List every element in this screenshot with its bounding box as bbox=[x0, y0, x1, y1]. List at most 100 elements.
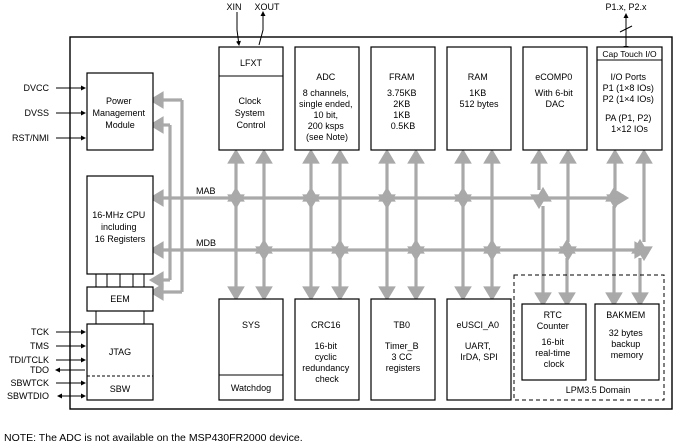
cs-line-2: System bbox=[235, 108, 265, 118]
bakmem-line-3: memory bbox=[611, 350, 644, 360]
svg-text:eCOMP0 With 6-bit: eCOMP0 With 6-bit DAC bbox=[535, 72, 576, 109]
adc-line-5: (see Note) bbox=[306, 132, 348, 142]
svg-text:I/O Ports P1 (1×8 IOs): I/O Ports P1 (1×8 IOs) P2 (1×4 IOs) PA (… bbox=[603, 72, 657, 134]
svg-text:ADC 8 channels, si: ADC 8 channels, single ended, 10 bit, 20… bbox=[299, 72, 355, 142]
io-line-4: 1×12 IOs bbox=[611, 124, 648, 134]
ecomp-block: eCOMP0 With 6-bit DAC bbox=[522, 46, 588, 151]
tb0-title: TB0 bbox=[393, 320, 410, 330]
eem-block: EEM bbox=[86, 286, 154, 312]
ecomp-line-1: With 6-bit bbox=[535, 88, 574, 98]
jtag-label: JTAG bbox=[109, 347, 131, 357]
svg-text:RTC Counter 16-bit: RTC Counter 16-bit real-time clock bbox=[535, 310, 573, 369]
pin-dvcc: DVCC bbox=[23, 83, 49, 93]
fram-block: FRAM 3.75KB 2KB 1KB 0.5KB bbox=[370, 46, 436, 151]
ram-title: RAM bbox=[468, 72, 488, 82]
bakmem-line-2: backup bbox=[611, 339, 640, 349]
fram-line-3: 1KB bbox=[393, 110, 410, 120]
crc-block: CRC16 16-bit cyclic redundancy check bbox=[294, 298, 360, 401]
adc-line-3: 10 bit, bbox=[313, 110, 338, 120]
tb0-block: TB0 Timer_B 3 CC registers bbox=[370, 298, 436, 401]
eusci-title: eUSCI_A0 bbox=[456, 320, 499, 330]
bus-lines bbox=[148, 91, 653, 308]
lfxt-label: LFXT bbox=[240, 58, 263, 68]
cs-line-3: Control bbox=[236, 120, 265, 130]
adc-block: ADC 8 channels, single ended, 10 bit, 20… bbox=[294, 46, 360, 151]
ram-line-2: 512 bytes bbox=[459, 99, 499, 109]
tb0-line-2: 3 CC bbox=[391, 352, 412, 362]
io-line-1: P1 (1×8 IOs) bbox=[603, 83, 654, 93]
mdb-label: MDB bbox=[196, 238, 216, 248]
adc-title: ADC bbox=[316, 72, 336, 82]
fram-title: FRAM bbox=[389, 72, 415, 82]
svg-text:TB0 Timer_B 3 CC: TB0 Timer_B 3 CC registers bbox=[385, 320, 421, 373]
adc-availability-note: NOTE: The ADC is not available on the MS… bbox=[4, 432, 303, 444]
ecomp-line-2: DAC bbox=[545, 99, 565, 109]
fram-line-2: 2KB bbox=[393, 99, 410, 109]
sys-block: SYS Watchdog bbox=[218, 298, 284, 401]
mab-label: MAB bbox=[196, 186, 216, 196]
pin-sbwtck: SBWTCK bbox=[10, 378, 49, 388]
eusci-line-2: IrDA, SPI bbox=[460, 352, 498, 362]
tb0-line-1: Timer_B bbox=[385, 341, 419, 351]
svg-text:Power Management M: Power Management Module bbox=[92, 96, 147, 130]
svg-text:CRC16 16-bit cycli: CRC16 16-bit cyclic redundancy check bbox=[302, 320, 352, 384]
cpu-jtag-link bbox=[95, 311, 145, 324]
rtc-line-2: real-time bbox=[535, 348, 570, 358]
pin-ports: P1.x, P2.x bbox=[605, 2, 647, 12]
pin-dvss: DVSS bbox=[24, 108, 49, 118]
pmm-block: Power Management Module bbox=[86, 72, 154, 151]
ram-line-1: 1KB bbox=[469, 88, 486, 98]
sbw-label: SBW bbox=[110, 384, 131, 394]
crc-line-2: cyclic bbox=[315, 352, 337, 362]
svg-text:eUSCI_A0 UART, IrD: eUSCI_A0 UART, IrDA, SPI bbox=[456, 320, 501, 362]
adc-line-1: 8 channels, bbox=[303, 88, 349, 98]
bakmem-title: BAKMEM bbox=[606, 310, 645, 320]
crc-title: CRC16 bbox=[311, 320, 341, 330]
cap-touch-label: Cap Touch I/O bbox=[602, 49, 657, 59]
cpu-line-2: including bbox=[101, 222, 137, 232]
pin-tdi: TDI/TCLK bbox=[9, 355, 49, 365]
pin-xout: XOUT bbox=[254, 2, 280, 12]
pin-sbwtdio: SBWTDIO bbox=[7, 391, 49, 401]
bakmem-line-1: 32 bytes bbox=[609, 328, 644, 338]
rtc-line-3: clock bbox=[544, 359, 565, 369]
left-pin-labels: DVCC DVSS RST/NMI TCK TMS TDI/TCLK TDO S… bbox=[7, 83, 49, 401]
cpu-eem-links bbox=[95, 274, 145, 287]
lpm35-label: LPM3.5 Domain bbox=[566, 385, 631, 395]
io-line-3: PA (P1, P2) bbox=[605, 113, 651, 123]
eem-label: EEM bbox=[110, 294, 130, 304]
svg-text:16-MHz CPU including: 16-MHz CPU including 16 Registers bbox=[92, 210, 148, 244]
jtag-sbw-block: JTAG SBW bbox=[86, 323, 154, 401]
rtc-block: RTC Counter 16-bit real-time clock bbox=[521, 303, 587, 381]
pmm-line-1: Power bbox=[106, 96, 132, 106]
io-title: I/O Ports bbox=[610, 72, 646, 82]
pin-tdo: TDO bbox=[30, 365, 49, 375]
pmm-line-2: Management bbox=[92, 108, 145, 118]
pin-xin: XIN bbox=[226, 2, 241, 12]
tb0-line-3: registers bbox=[386, 363, 421, 373]
cs-line-1: Clock bbox=[238, 96, 261, 106]
rtc-title-2: Counter bbox=[537, 321, 569, 331]
svg-text:FRAM 3.75KB 2KB: FRAM 3.75KB 2KB 1KB 0.5KB bbox=[387, 72, 419, 131]
pin-tck: TCK bbox=[31, 327, 49, 337]
svg-text:Clock System Contr: Clock System Control bbox=[235, 96, 268, 130]
bakmem-block: BAKMEM 32 bytes backup memory bbox=[594, 303, 660, 381]
svg-text:RAM 1KB 512 bytes: RAM 1KB 512 bytes bbox=[459, 72, 499, 109]
adc-line-2: single ended, bbox=[299, 99, 353, 109]
bottom-peripheral-bus-taps bbox=[227, 186, 649, 308]
rtc-title: RTC bbox=[544, 310, 563, 320]
rtc-line-1: 16-bit bbox=[541, 337, 564, 347]
clock-system-block: LFXT Clock System Control bbox=[218, 46, 284, 151]
left-pin-arrows bbox=[55, 85, 86, 399]
eusci-line-1: UART, bbox=[465, 341, 491, 351]
pmm-line-3: Module bbox=[105, 120, 135, 130]
cpu-block: 16-MHz CPU including 16 Registers bbox=[86, 175, 154, 275]
io-ports-block: Cap Touch I/O I/O Ports P1 (1×8 IOs) P2 … bbox=[596, 46, 663, 151]
cpu-line-1: 16-MHz CPU bbox=[92, 210, 145, 220]
crc-line-1: 16-bit bbox=[314, 341, 337, 351]
pin-rst: RST/NMI bbox=[12, 133, 49, 143]
ram-block: RAM 1KB 512 bytes bbox=[446, 46, 512, 151]
crc-line-4: check bbox=[315, 374, 339, 384]
eusci-block: eUSCI_A0 UART, IrDA, SPI bbox=[446, 298, 512, 401]
